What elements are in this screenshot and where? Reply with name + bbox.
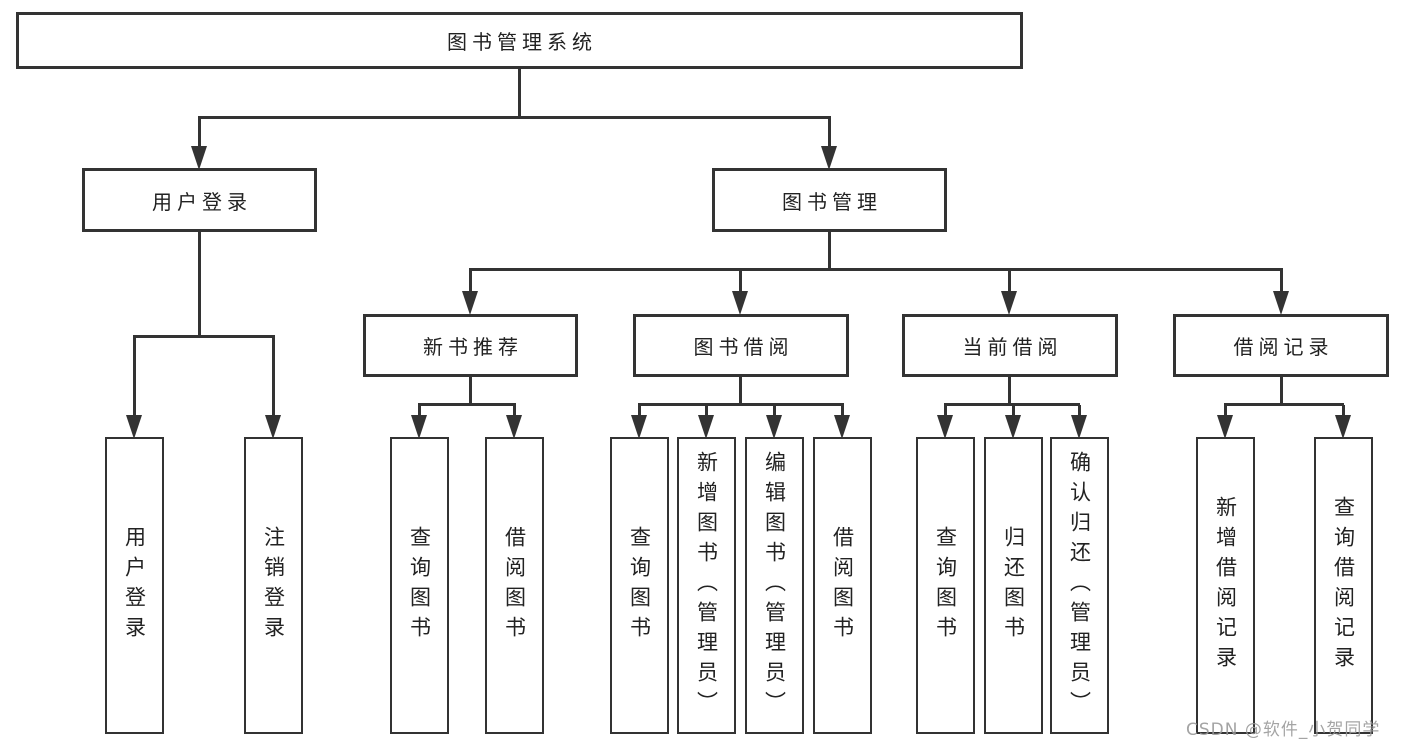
- edge-line: [841, 405, 844, 419]
- edge-line: [133, 335, 275, 338]
- edge-line: [513, 405, 516, 419]
- node-new-book: 新书推荐: [363, 314, 578, 377]
- arrowhead: [1217, 415, 1233, 439]
- node-user-login-label: 用户登录: [152, 189, 252, 214]
- edge-line: [133, 337, 136, 417]
- node-root-label: 图书管理系统: [447, 30, 597, 54]
- edge-line: [1008, 377, 1011, 405]
- leaf-newbook-query-label: 查询图书: [407, 525, 432, 646]
- edge-line: [638, 403, 844, 406]
- edge-line: [1224, 403, 1344, 406]
- edge-line: [1280, 270, 1283, 294]
- node-new-book-label: 新书推荐: [423, 335, 523, 359]
- leaf-borrow-edit-label: 编辑图书（管理员）: [762, 450, 787, 721]
- edge-line: [469, 377, 472, 405]
- edge-line: [469, 268, 1283, 271]
- edge-line: [828, 232, 831, 270]
- edge-line: [1224, 405, 1227, 419]
- leaf-record-add-label: 新增借阅记录: [1213, 495, 1238, 676]
- edge-line: [272, 337, 275, 417]
- arrowhead: [732, 291, 748, 315]
- edge-line: [705, 405, 708, 419]
- arrowhead: [126, 415, 142, 439]
- leaf-logout: 注销登录: [244, 437, 303, 734]
- leaf-newbook-query: 查询图书: [390, 437, 449, 734]
- arrowhead: [1005, 415, 1021, 439]
- leaf-record-add: 新增借阅记录: [1196, 437, 1255, 734]
- arrowhead: [1071, 415, 1087, 439]
- leaf-record-query-label: 查询借阅记录: [1331, 495, 1356, 676]
- node-book-manage: 图书管理: [712, 168, 947, 232]
- edge-line: [638, 405, 641, 419]
- leaf-logout-label: 注销登录: [261, 525, 286, 646]
- leaf-borrow-add: 新增图书（管理员）: [677, 437, 736, 734]
- leaf-borrow-book: 借阅图书: [813, 437, 872, 734]
- leaf-borrow-query: 查询图书: [610, 437, 669, 734]
- arrowhead: [462, 291, 478, 315]
- node-book-borrow-label: 图书借阅: [693, 335, 794, 359]
- node-book-manage-label: 图书管理: [782, 189, 882, 214]
- edge-line: [773, 405, 776, 419]
- leaf-current-query: 查询图书: [916, 437, 975, 734]
- arrowhead: [937, 415, 953, 439]
- leaf-borrow-edit: 编辑图书（管理员）: [745, 437, 804, 734]
- arrowhead: [821, 146, 837, 170]
- edge-line: [739, 377, 742, 405]
- node-current-borrow-label: 当前借阅: [962, 335, 1063, 359]
- edge-line: [418, 403, 516, 406]
- csdn-watermark: CSDN @软件_小贺同学: [1186, 720, 1381, 740]
- leaf-current-query-label: 查询图书: [933, 525, 958, 646]
- edge-line: [828, 118, 831, 148]
- leaf-borrow-add-label: 新增图书（管理员）: [694, 450, 719, 721]
- node-root: 图书管理系统: [16, 12, 1023, 69]
- leaf-current-confirm: 确认归还（管理员）: [1050, 437, 1109, 734]
- edge-line: [944, 405, 947, 419]
- arrowhead: [265, 415, 281, 439]
- leaf-newbook-borrow: 借阅图书: [485, 437, 544, 734]
- arrowhead: [766, 415, 782, 439]
- edge-line: [1078, 405, 1081, 419]
- node-current-borrow: 当前借阅: [902, 314, 1118, 377]
- arrowhead: [631, 415, 647, 439]
- node-borrow-record: 借阅记录: [1173, 314, 1389, 377]
- edge-line: [418, 405, 421, 419]
- edge-line: [1280, 377, 1283, 405]
- arrowhead: [411, 415, 427, 439]
- edge-line: [739, 270, 742, 294]
- leaf-current-confirm-label: 确认归还（管理员）: [1067, 450, 1092, 721]
- leaf-borrow-book-label: 借阅图书: [830, 525, 855, 646]
- leaf-user-login: 用户登录: [105, 437, 164, 734]
- edge-line: [198, 116, 831, 119]
- arrowhead: [506, 415, 522, 439]
- arrowhead: [1335, 415, 1351, 439]
- leaf-user-login-label: 用户登录: [122, 525, 147, 646]
- leaf-newbook-borrow-label: 借阅图书: [502, 525, 527, 646]
- node-borrow-record-label: 借阅记录: [1233, 335, 1334, 359]
- arrowhead: [1001, 291, 1017, 315]
- leaf-record-query: 查询借阅记录: [1314, 437, 1373, 734]
- edge-line: [944, 403, 1080, 406]
- edge-line: [1012, 405, 1015, 419]
- arrowhead: [698, 415, 714, 439]
- edge-line: [469, 270, 472, 294]
- arrowhead: [834, 415, 850, 439]
- node-user-login: 用户登录: [82, 168, 317, 232]
- edge-line: [198, 232, 201, 337]
- edge-line: [1342, 405, 1345, 419]
- arrowhead: [1273, 291, 1289, 315]
- edge-line: [518, 69, 521, 118]
- edge-line: [1008, 270, 1011, 294]
- leaf-current-return-label: 归还图书: [1001, 525, 1026, 646]
- arrowhead: [191, 146, 207, 170]
- edge-line: [198, 118, 201, 148]
- leaf-current-return: 归还图书: [984, 437, 1043, 734]
- leaf-borrow-query-label: 查询图书: [627, 525, 652, 646]
- node-book-borrow: 图书借阅: [633, 314, 849, 377]
